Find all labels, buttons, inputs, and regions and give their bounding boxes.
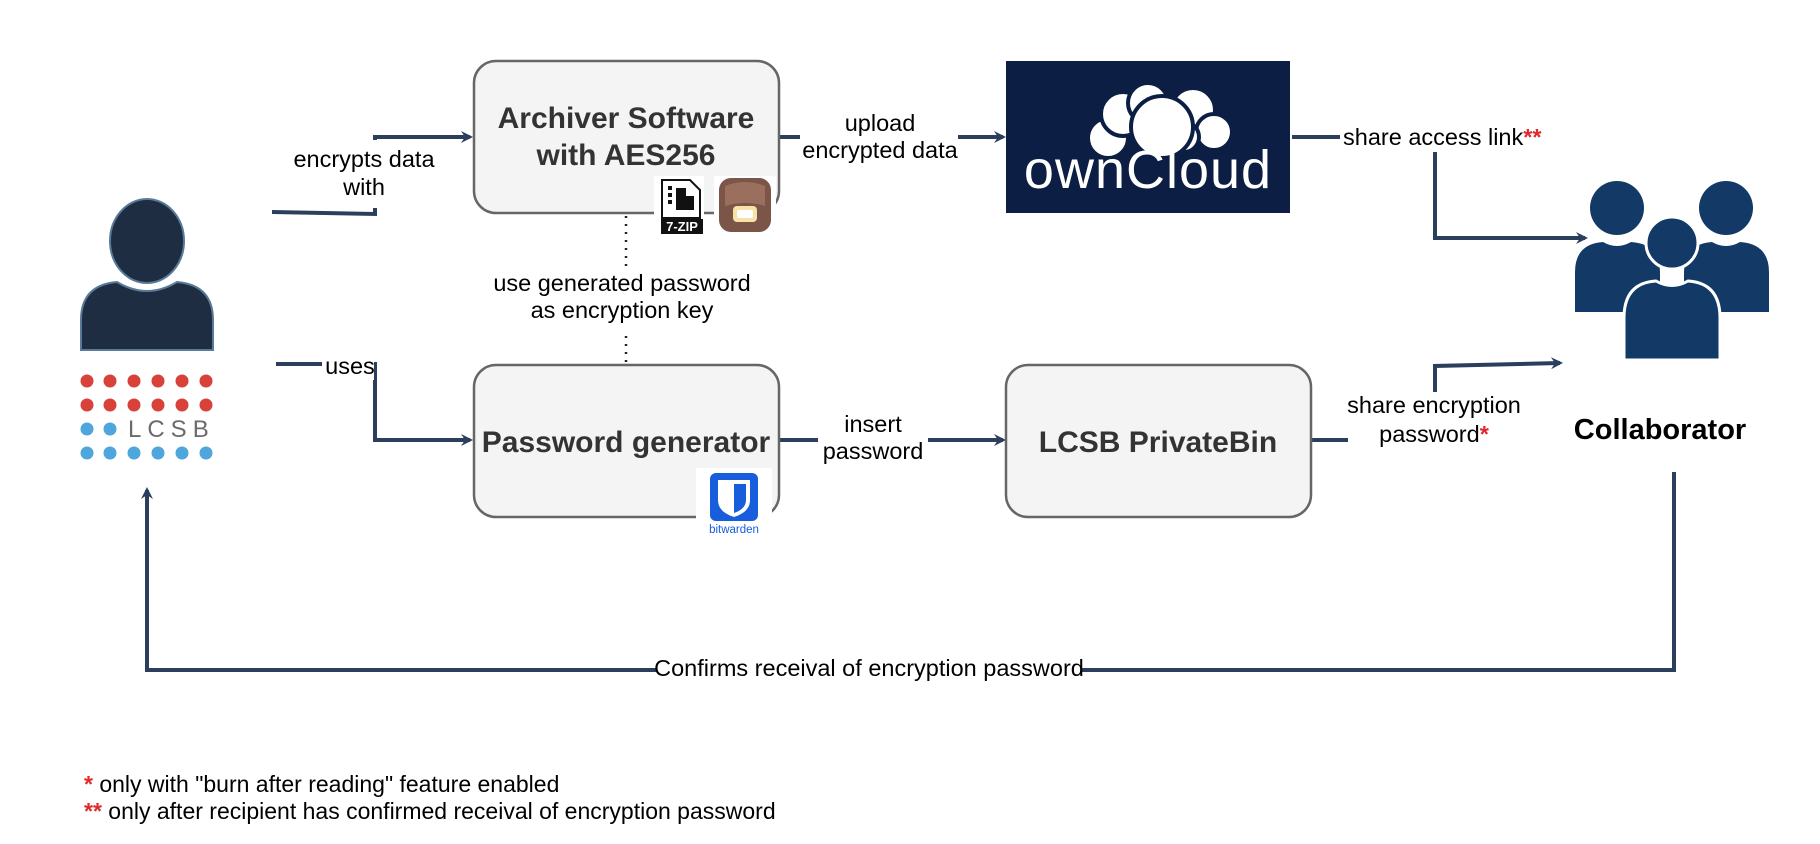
edge-confirms [141, 472, 1676, 672]
archiver-box: Archiver Software with AES256 [472, 59, 781, 215]
label-share-pw-line2: password* [1379, 421, 1490, 447]
collaborator-icon [1575, 181, 1769, 362]
footnote-1: * only with "burn after reading" feature… [84, 771, 559, 797]
edge-share-link [1292, 135, 1588, 244]
footnote-2: ** only after recipient has confirmed re… [84, 798, 776, 824]
lcsb-dot [199, 446, 213, 460]
label-insert-line1: insert [844, 411, 902, 437]
label-share-link-text: share access link [1343, 124, 1523, 150]
lcsb-logo [80, 374, 213, 460]
label-use-pw-line1: use generated password [493, 270, 750, 296]
lcsb-dot [103, 374, 117, 388]
password-generator-title: Password generator [482, 426, 771, 459]
lcsb-dot [151, 446, 165, 460]
lcsb-dot [127, 398, 141, 412]
lcsb-dot [199, 374, 213, 388]
edge-labels: encrypts data with uses upload encrypted… [292, 108, 1542, 684]
privatebin-box: LCSB PrivateBin [1004, 363, 1313, 519]
label-share-link: share access link** [1343, 124, 1542, 150]
lcsb-dot [199, 398, 213, 412]
lcsb-dot [103, 398, 117, 412]
lcsb-dot [175, 374, 189, 388]
sevenzip-icon: 7-ZIP [654, 176, 704, 236]
label-share-link-mark: ** [1523, 124, 1542, 150]
owncloud-wordmark: ownCloud [1024, 140, 1272, 200]
footnote-2-text: only after recipient has confirmed recei… [102, 798, 776, 824]
lcsb-dot [80, 422, 94, 436]
lcsb-logo-text: LCSB [128, 416, 215, 443]
lcsb-dot [127, 374, 141, 388]
lcsb-dot [103, 446, 117, 460]
sevenzip-label: 7-ZIP [666, 219, 698, 234]
footnote-1-mark: * [84, 771, 93, 797]
lcsb-dot [151, 374, 165, 388]
label-confirms: Confirms receival of encryption password [654, 655, 1084, 681]
privatebin-title: LCSB PrivateBin [1039, 426, 1277, 459]
label-share-pw-text: password [1379, 421, 1480, 447]
bitwarden-label: bitwarden [709, 524, 759, 536]
lcsb-dot [80, 398, 94, 412]
label-insert-line2: password [823, 438, 924, 464]
lcsb-dot [103, 422, 117, 436]
lcsb-dot [175, 398, 189, 412]
label-upload-line2: encrypted data [802, 137, 958, 163]
bitwarden-icon: bitwarden [696, 468, 772, 538]
label-encrypts-line1: encrypts data [293, 146, 435, 172]
keka-icon [714, 176, 776, 236]
label-share-pw-mark: * [1480, 421, 1490, 447]
lcsb-dot [80, 446, 94, 460]
label-share-pw-line1: share encryption [1347, 392, 1521, 418]
lcsb-dot [175, 446, 189, 460]
footnote-1-text: only with "burn after reading" feature e… [93, 771, 559, 797]
footnotes: * only with "burn after reading" feature… [84, 771, 776, 824]
lcsb-dot [127, 446, 141, 460]
archiver-title-line1: Archiver Software [498, 102, 755, 135]
label-encrypts-line2: with [342, 174, 385, 200]
collaborator-label: Collaborator [1574, 414, 1746, 446]
lcsb-dot [151, 398, 165, 412]
footnote-2-mark: ** [84, 798, 102, 824]
label-use-pw-line2: as encryption key [531, 297, 714, 323]
label-uses: uses [325, 353, 375, 379]
lcsb-dot [80, 374, 94, 388]
label-upload-line1: upload [845, 110, 916, 136]
owncloud-logo: ownCloud [1006, 61, 1290, 213]
archiver-title-line2: with AES256 [536, 139, 716, 172]
cloud-icon [1086, 81, 1234, 160]
user-icon [80, 198, 214, 351]
